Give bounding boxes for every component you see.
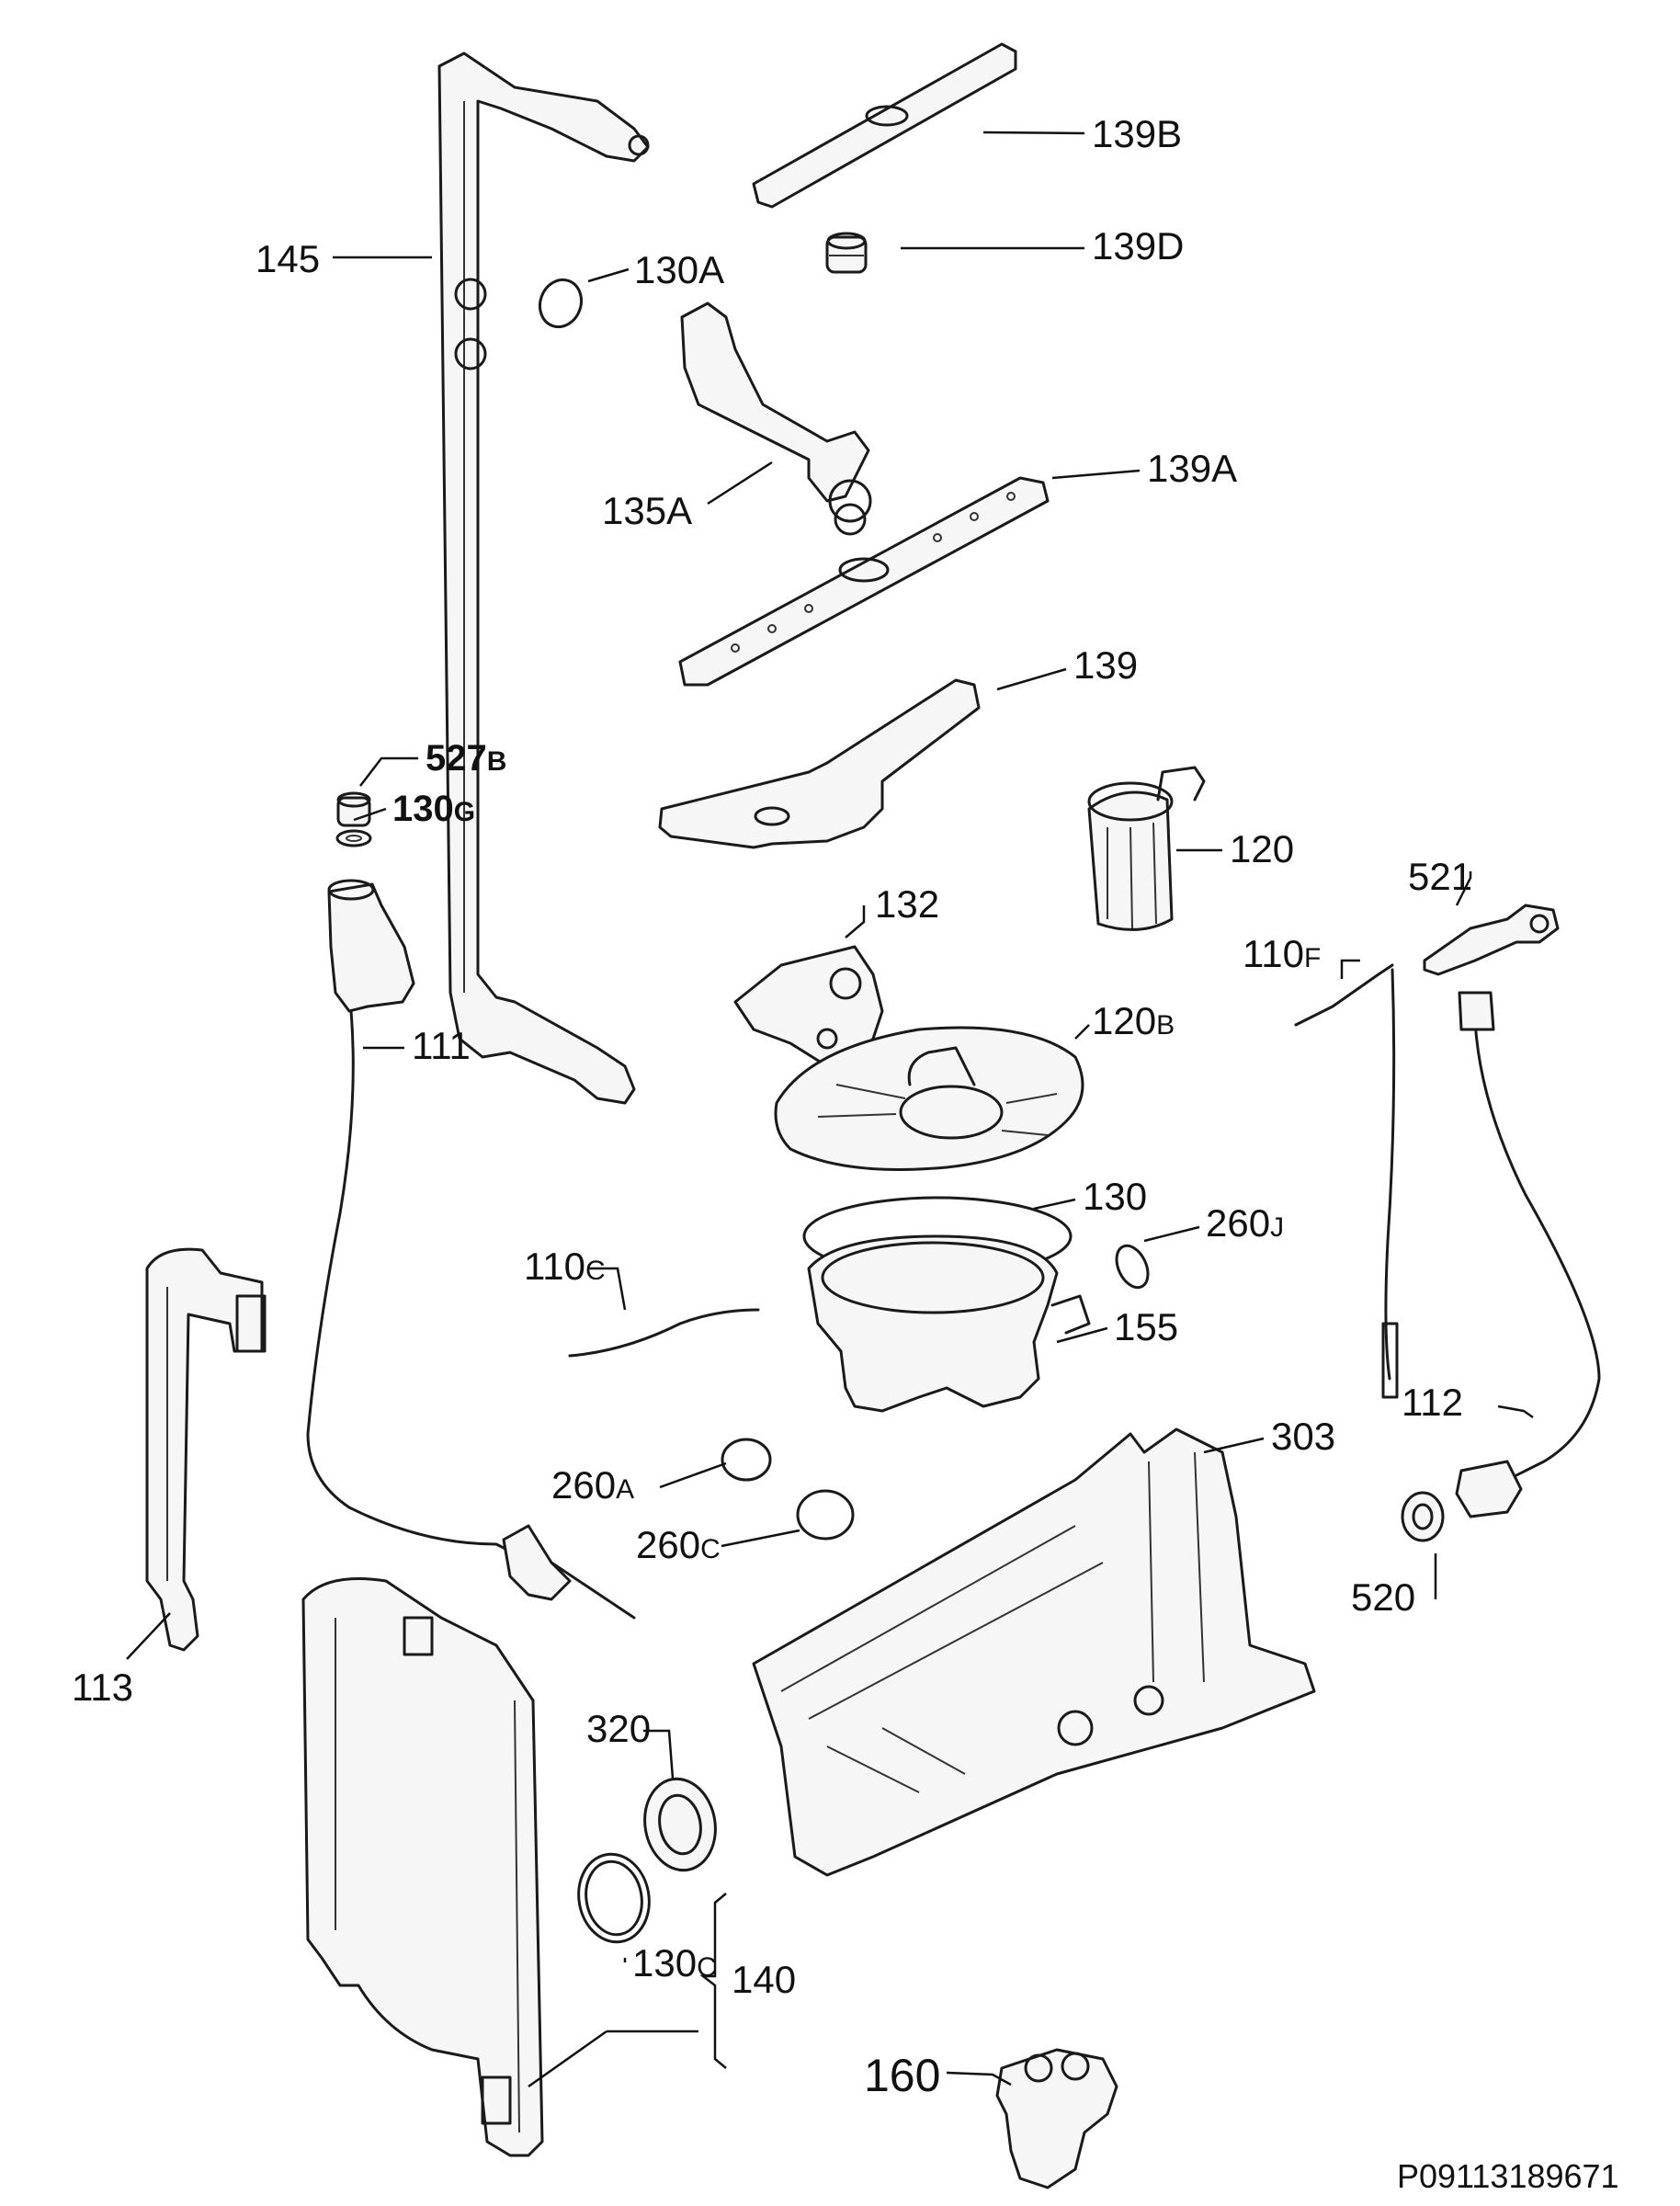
part-110F-hose[interactable]: [1294, 963, 1399, 1399]
part-135A-support[interactable]: [680, 301, 872, 536]
part-145-supply-pipe[interactable]: [437, 51, 650, 1105]
part-111-drain-hose[interactable]: [306, 879, 636, 1620]
part-520-clip[interactable]: [1401, 1491, 1445, 1542]
label-521: 521: [1408, 855, 1472, 898]
label-155: 155: [1114, 1305, 1178, 1348]
label-130: 130: [1083, 1175, 1147, 1218]
label-145: 145: [255, 237, 320, 280]
part-120B-filter-plate[interactable]: [774, 1026, 1084, 1171]
callout-labels: 139B 139D 145 130A 135A 139A 139 527B 13…: [72, 112, 1619, 2195]
part-521-bracket[interactable]: [1423, 904, 1560, 976]
part-260A-clamp[interactable]: [721, 1438, 772, 1482]
label-130A: 130A: [634, 248, 724, 291]
label-260A: 260A: [551, 1463, 634, 1507]
label-160: 160: [864, 2050, 940, 2101]
part-260J-clamp[interactable]: [1110, 1241, 1153, 1292]
part-120-filter[interactable]: [1087, 766, 1206, 931]
part-139A-lower-spray-arm[interactable]: [678, 476, 1050, 687]
part-303-base[interactable]: [752, 1427, 1316, 1877]
part-139B-upper-spray-arm[interactable]: [752, 42, 1017, 209]
part-130G-gasket[interactable]: [335, 829, 372, 847]
label-320: 320: [586, 1707, 651, 1750]
part-527B-plug[interactable]: [336, 791, 371, 827]
label-120B: 120B: [1092, 999, 1175, 1042]
label-135A: 135A: [602, 489, 692, 532]
part-160-drain-pump[interactable]: [995, 2048, 1118, 2189]
label-111: 111: [412, 1024, 471, 1067]
leader-lines: [126, 131, 1534, 2088]
label-110F: 110F: [1243, 932, 1321, 975]
label-139D: 139D: [1092, 224, 1184, 267]
label-132: 132: [875, 882, 939, 926]
label-303: 303: [1271, 1415, 1335, 1458]
part-130C-o-ring[interactable]: [572, 1848, 656, 1948]
label-260J: 260J: [1206, 1201, 1284, 1245]
label-527B: 527B: [426, 738, 506, 779]
part-139D-nozzle[interactable]: [825, 232, 868, 274]
part-110C-hose[interactable]: [568, 1308, 760, 1358]
part-130A-o-ring[interactable]: [533, 274, 587, 333]
label-139: 139: [1073, 643, 1138, 687]
part-260C-clamp[interactable]: [796, 1489, 855, 1541]
label-140: 140: [732, 1958, 796, 2001]
label-130C: 130C: [632, 1941, 717, 1984]
label-139B: 139B: [1092, 112, 1182, 155]
document-code: P09113189671: [1397, 2157, 1619, 2195]
part-113-air-break[interactable]: [145, 1247, 267, 1652]
part-320-seal-ring[interactable]: [638, 1773, 722, 1876]
label-112: 112: [1402, 1381, 1463, 1424]
label-120: 120: [1230, 827, 1294, 870]
label-113: 113: [72, 1666, 133, 1709]
label-130G: 130G: [392, 789, 475, 829]
label-520: 520: [1351, 1575, 1415, 1619]
part-139-spray-arm-carrier[interactable]: [658, 678, 981, 849]
part-155-sump[interactable]: [807, 1234, 1091, 1413]
part-112-inlet-hose[interactable]: [1455, 991, 1601, 1518]
label-139A: 139A: [1147, 447, 1237, 490]
label-260C: 260C: [636, 1523, 721, 1566]
label-110C: 110C: [524, 1245, 606, 1288]
part-140-softener[interactable]: [301, 1577, 544, 2157]
